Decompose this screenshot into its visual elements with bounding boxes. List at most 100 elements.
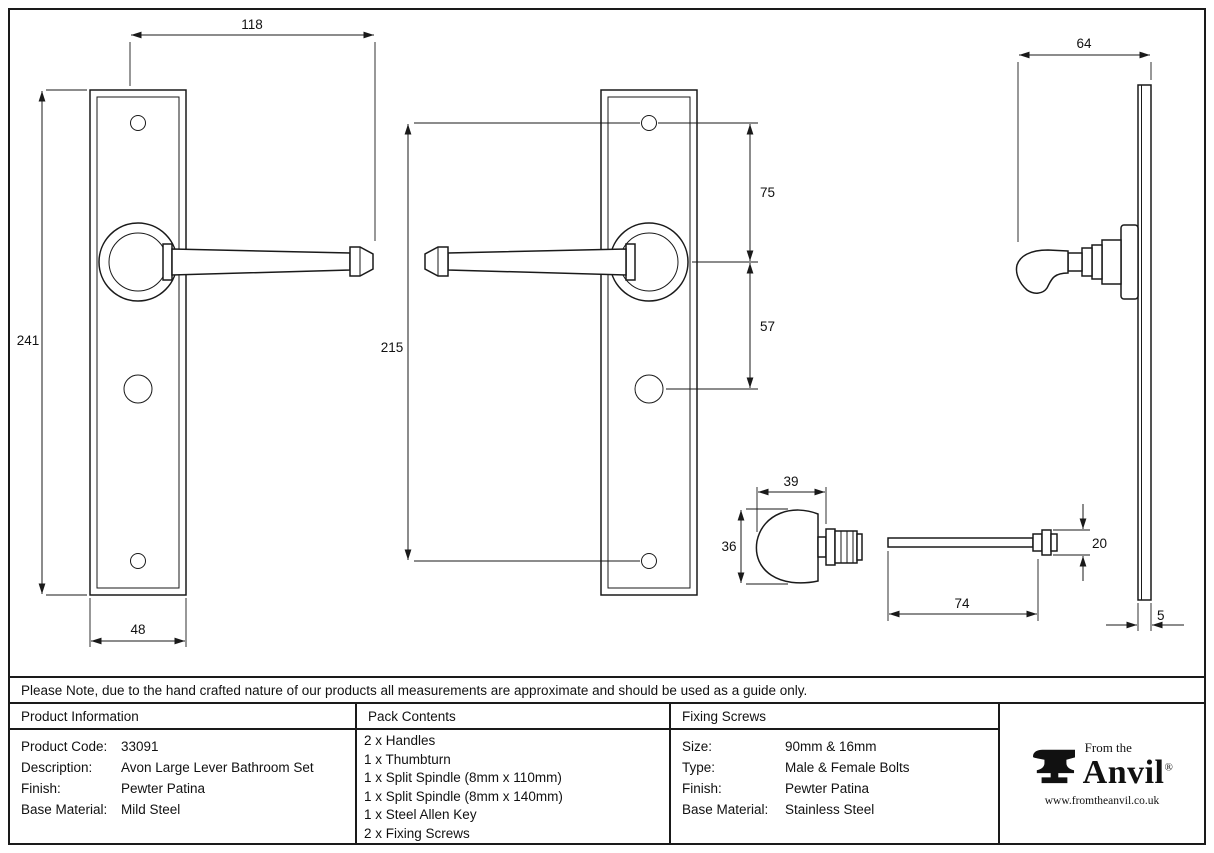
dim-screw-centres: 215 — [381, 122, 640, 562]
brand-tagline: From the — [1084, 739, 1132, 755]
spindle-rod — [887, 537, 1034, 548]
list-item: 2 x Handles — [364, 733, 436, 748]
thumbturn-knob — [755, 509, 819, 584]
row-value: Pewter Patina — [785, 781, 870, 796]
table-row: Description: Avon Large Lever Bathroom S… — [21, 757, 347, 778]
dim-label-39: 39 — [783, 474, 798, 489]
list-item: 1 x Split Spindle (8mm x 140mm) — [364, 788, 563, 804]
thumbturn-hole — [634, 374, 664, 404]
dim-thumbturn-width: 39 — [756, 474, 827, 532]
brand-url: www.fromtheanvil.co.uk — [1044, 794, 1160, 807]
table-row: Base Material: Stainless Steel — [682, 799, 990, 820]
fixing-screws-body: Size: 90mm & 16mm Type: Male & Female Bo… — [671, 730, 998, 820]
dim-spindle-boss: 20 — [1053, 504, 1107, 581]
table-row: Finish: Pewter Patina — [682, 778, 990, 799]
thumbturn-hole — [123, 374, 153, 404]
lever-front-view-middle — [424, 89, 698, 596]
row-label: Finish: — [682, 781, 722, 796]
spindle-step-2 — [1041, 529, 1052, 556]
dim-label-215: 215 — [381, 340, 404, 355]
thumbturn-body — [834, 530, 858, 564]
sheet-frame: 118 241 48 — [8, 8, 1206, 845]
fixing-screws-section: Fixing Screws Size: 90mm & 16mm Type: Ma… — [671, 704, 1000, 843]
screw-hole-bottom — [130, 553, 146, 569]
table-row: Product Code: 33091 — [21, 736, 347, 757]
dim-label-64: 64 — [1076, 36, 1092, 51]
lever-collar — [162, 243, 173, 281]
anvil-icon — [1032, 749, 1075, 784]
lever-cap — [349, 246, 374, 277]
row-value: Mild Steel — [121, 802, 181, 817]
dim-spindle-length: 74 — [887, 551, 1039, 621]
row-value: Male & Female Bolts — [785, 760, 910, 775]
product-information-body: Product Code: 33091 Description: Avon La… — [10, 730, 355, 820]
product-information-title: Product Information — [10, 704, 355, 730]
dim-label-36: 36 — [721, 539, 736, 554]
thumbturn-cap — [856, 533, 863, 561]
thumbturn-ring — [825, 528, 836, 566]
thumbturn-view — [755, 509, 863, 584]
spindle-view — [887, 529, 1058, 556]
product-information-section: Product Information Product Code: 33091 … — [10, 704, 357, 843]
pack-contents-list: 2 x Handles 1 x Thumbturn 1 x Split Spin… — [357, 730, 669, 844]
dim-label-75: 75 — [760, 185, 775, 200]
dim-plate-bottom-width: 48 — [89, 598, 187, 647]
registered-mark: ® — [1164, 761, 1174, 774]
backplate-bevel — [96, 96, 180, 589]
row-label: Finish: — [21, 781, 61, 796]
dim-label-74: 74 — [954, 596, 970, 611]
brand-wordmark: From the Anvil® — [1083, 741, 1174, 790]
row-label: Description: — [21, 760, 93, 775]
backplate-outline — [89, 89, 187, 596]
handle-tip — [1015, 249, 1069, 294]
dim-label-118: 118 — [241, 17, 263, 32]
backplate-bevel — [607, 96, 691, 589]
dim-label-241: 241 — [17, 333, 40, 348]
thumbturn-neck — [817, 536, 827, 558]
brand-name: Anvil® — [1082, 753, 1174, 791]
dim-label-5: 5 — [1157, 608, 1165, 623]
screw-hole-top — [130, 115, 146, 131]
row-label: Base Material: — [21, 802, 108, 817]
lever-front-view-left — [89, 89, 374, 596]
handle-ring-2 — [1081, 247, 1093, 277]
brand-logo: From the Anvil® — [1031, 741, 1174, 790]
row-value: 33091 — [121, 739, 159, 754]
backplate-outline — [600, 89, 698, 596]
dim-plate-thickness: 5 — [1106, 603, 1184, 631]
lever-side-view — [1015, 84, 1152, 601]
dim-thumbturn-height: 36 — [721, 508, 788, 585]
table-row: Finish: Pewter Patina — [21, 778, 347, 799]
rose-edge — [1120, 224, 1139, 300]
row-value: Pewter Patina — [121, 781, 206, 796]
row-label: Product Code: — [21, 739, 108, 754]
dim-label-48: 48 — [130, 622, 145, 637]
handle-neck — [1067, 252, 1083, 272]
table-row: Type: Male & Female Bolts — [682, 757, 990, 778]
pack-contents-title: Pack Contents — [357, 704, 669, 730]
handle-hub — [1101, 239, 1122, 285]
lever-bar — [447, 248, 627, 276]
screw-hole-bottom — [641, 553, 657, 569]
table-row: Size: 90mm & 16mm — [682, 736, 990, 757]
pack-contents-section: Pack Contents 2 x Handles 1 x Thumbturn … — [357, 704, 671, 843]
row-value: Stainless Steel — [785, 802, 875, 817]
fixing-screws-title: Fixing Screws — [671, 704, 998, 730]
spindle-cap — [1050, 533, 1058, 552]
dim-projection: 64 — [1017, 36, 1152, 242]
row-label: Type: — [682, 760, 716, 775]
lever-cap — [424, 246, 449, 277]
row-value: 90mm & 16mm — [785, 739, 877, 754]
row-label: Base Material: — [682, 802, 769, 817]
dim-label-20: 20 — [1092, 536, 1107, 551]
row-value: Avon Large Lever Bathroom Set — [121, 760, 314, 775]
handle-ring-1 — [1091, 244, 1103, 280]
screw-hole-top — [641, 115, 657, 131]
dim-label-57: 57 — [760, 319, 775, 334]
brand-logo-panel: From the Anvil® www.fromtheanvil.co.uk — [1000, 704, 1204, 843]
list-item: 1 x Split Spindle (8mm x 110mm) — [364, 770, 562, 786]
brand-name-text: Anvil — [1082, 753, 1165, 791]
lever-bar — [171, 248, 351, 276]
dim-hole-spacing: 75 57 — [658, 122, 775, 390]
